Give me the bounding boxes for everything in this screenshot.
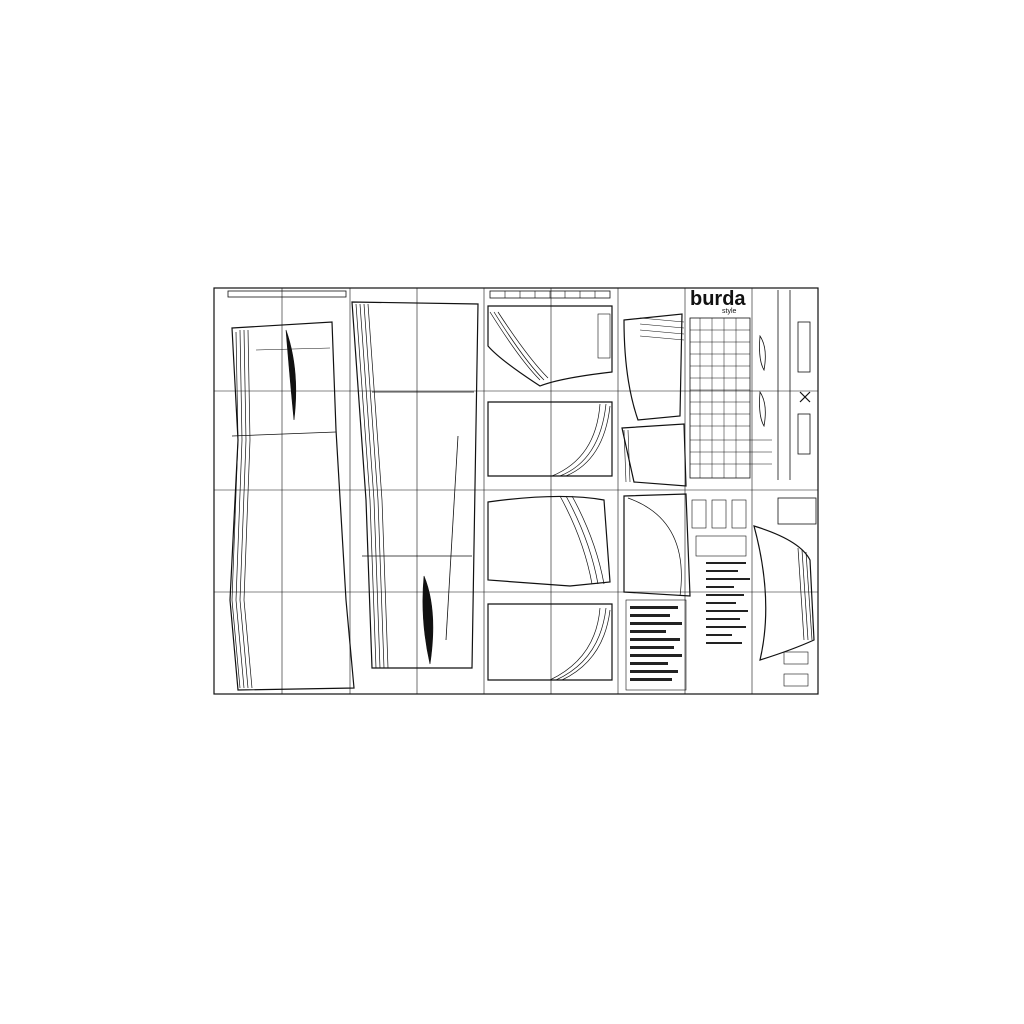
size-chart-table	[689, 317, 772, 479]
pattern-piece-belt-loop	[797, 321, 811, 455]
pattern-piece-waistband-1	[623, 313, 685, 421]
pattern-piece-trouser-back	[351, 301, 479, 669]
measurement-bars	[706, 562, 750, 644]
pattern-piece-pocket-4	[487, 603, 613, 681]
pattern-piece-facing	[623, 493, 691, 597]
grid-lines	[214, 288, 818, 694]
pattern-piece-pocket-2	[487, 401, 613, 477]
top-ruler	[227, 290, 611, 299]
instruction-block	[625, 599, 687, 691]
brand-logo: burda style	[690, 288, 746, 315]
symbol-boxes	[691, 499, 809, 687]
pattern-piece-waistband-2	[621, 423, 687, 487]
pattern-piece-trouser-front	[229, 321, 355, 691]
pattern-piece-pocket-3	[487, 495, 611, 587]
cross-icon	[799, 391, 811, 403]
brand-logo-tagline: style	[722, 308, 737, 315]
garment-illustration	[759, 290, 791, 480]
pattern-piece-yoke	[753, 497, 817, 661]
brand-logo-text: burda	[690, 288, 746, 310]
pattern-piece-pocket-1	[487, 305, 613, 387]
